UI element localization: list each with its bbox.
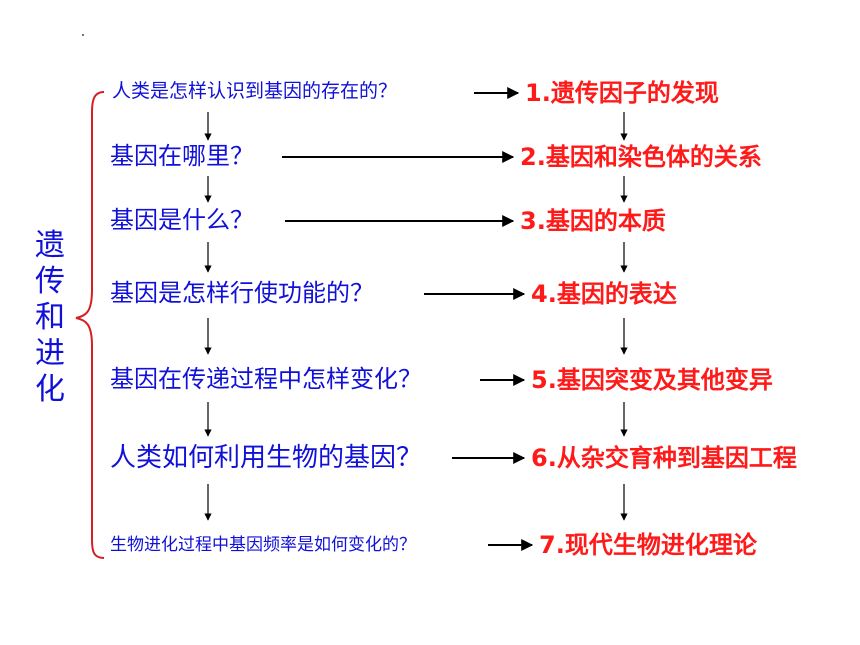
question-4: 基因是怎样行使功能的？ bbox=[110, 279, 374, 307]
answer-3: 3.基因的本质 bbox=[520, 207, 666, 235]
side-title-char: 遗 bbox=[35, 228, 65, 263]
question-6: 人类如何利用生物的基因？ bbox=[110, 443, 423, 473]
stray-dot bbox=[82, 34, 84, 36]
side-title-char: 传 bbox=[35, 264, 65, 299]
answer-1: 1.遗传因子的发现 bbox=[525, 79, 719, 107]
question-1: 人类是怎样认识到基因的存在的？ bbox=[112, 80, 398, 102]
left-brace bbox=[75, 91, 105, 559]
side-title: 遗 传 和 进 化 bbox=[30, 228, 70, 408]
answer-7: 7.现代生物进化理论 bbox=[539, 531, 757, 559]
side-title-char: 和 bbox=[35, 300, 65, 335]
answer-2: 2.基因和染色体的关系 bbox=[520, 143, 762, 171]
question-7: 生物进化过程中基因频率是如何变化的？ bbox=[110, 535, 416, 555]
side-title-char: 进 bbox=[35, 336, 65, 371]
answer-6: 6.从杂交育种到基因工程 bbox=[531, 444, 797, 472]
question-5: 基因在传递过程中怎样变化？ bbox=[110, 365, 422, 393]
side-title-char: 化 bbox=[35, 372, 65, 407]
answer-5: 5.基因突变及其他变异 bbox=[531, 366, 773, 394]
question-3: 基因是什么？ bbox=[110, 206, 254, 234]
answer-4: 4.基因的表达 bbox=[531, 280, 677, 308]
question-2: 基因在哪里？ bbox=[110, 142, 254, 170]
